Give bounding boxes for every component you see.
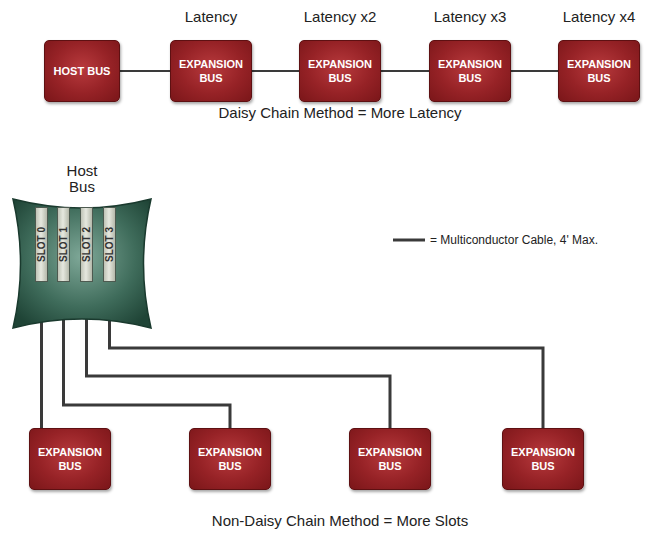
expansion-bus-box: EXPANSION BUS	[29, 428, 111, 490]
host-bus-box: HOST BUS	[44, 40, 120, 102]
slot-label: SLOT 2	[81, 227, 92, 262]
expansion-bus-box: EXPANSION BUS	[299, 40, 381, 102]
host-bus-heading: Host Bus	[52, 163, 112, 195]
slot-connector: SLOT 0	[35, 207, 48, 282]
slot-label: SLOT 0	[36, 227, 47, 262]
slot-connector: SLOT 1	[57, 207, 70, 282]
bus-label: HOST BUS	[50, 64, 115, 78]
latency-label: Latency x3	[434, 8, 507, 26]
bus-label: EXPANSION BUS	[350, 445, 430, 473]
expansion-bus-box: EXPANSION BUS	[349, 428, 431, 490]
chain-link	[252, 70, 299, 72]
slot-label: SLOT 1	[58, 227, 69, 262]
latency-label: Latency	[185, 8, 238, 26]
expansion-bus-box: EXPANSION BUS	[429, 40, 511, 102]
method-caption: Daisy Chain Method = More Latency	[218, 104, 461, 122]
expansion-bus-box: EXPANSION BUS	[170, 40, 252, 102]
multiconductor-cable	[110, 282, 544, 428]
legend-label: = Multiconductor Cable, 4' Max.	[430, 232, 598, 248]
bus-label: EXPANSION BUS	[503, 445, 583, 473]
latency-label: Latency x4	[563, 8, 636, 26]
slot-connector: SLOT 2	[80, 207, 93, 282]
slot-connector: SLOT 3	[103, 207, 116, 282]
slot-label: SLOT 3	[104, 227, 115, 262]
chain-link	[511, 70, 558, 72]
host-bus-board: Host BusSLOT 0 SLOT 1 SLOT 2 SLOT 3	[12, 163, 152, 329]
bus-label: EXPANSION BUS	[559, 57, 639, 85]
bus-label: EXPANSION BUS	[430, 57, 510, 85]
bus-label: EXPANSION BUS	[171, 57, 251, 85]
latency-label: Latency x2	[304, 8, 377, 26]
chain-link	[381, 70, 429, 72]
expansion-bus-box: EXPANSION BUS	[189, 428, 271, 490]
expansion-bus-box: EXPANSION BUS	[558, 40, 640, 102]
host-bus-outline	[13, 199, 151, 328]
legend-sample	[393, 239, 425, 242]
chain-link	[120, 70, 170, 72]
expansion-bus-box: EXPANSION BUS	[502, 428, 584, 490]
method-caption: Non-Daisy Chain Method = More Slots	[212, 512, 468, 530]
bus-label: EXPANSION BUS	[190, 445, 270, 473]
bus-label: EXPANSION BUS	[300, 57, 380, 85]
bus-label: EXPANSION BUS	[30, 445, 110, 473]
